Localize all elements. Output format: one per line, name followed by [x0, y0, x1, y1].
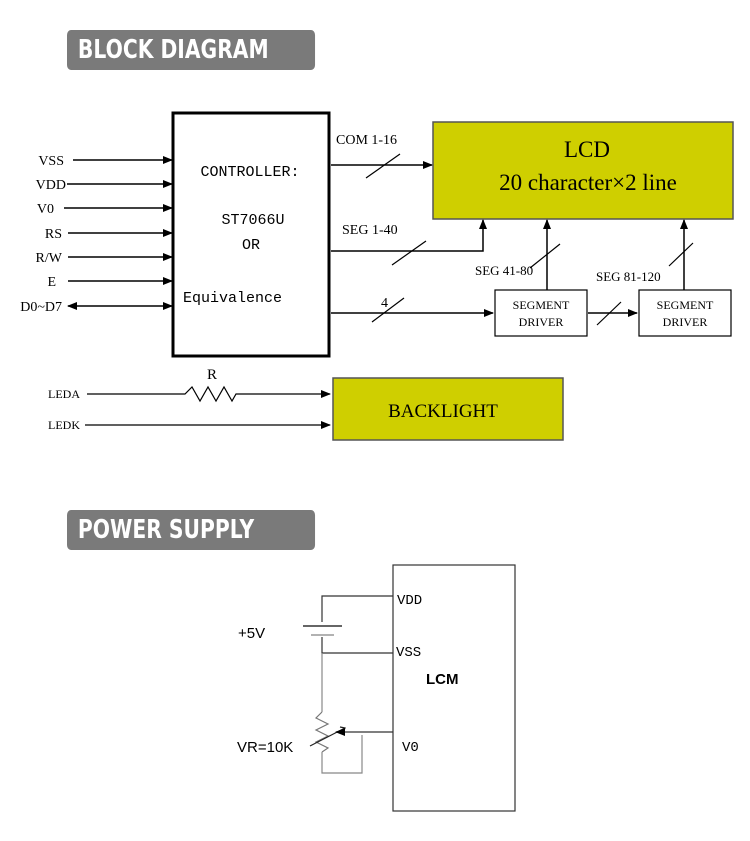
power-supply-header: POWER SUPPLY — [67, 510, 316, 550]
lcd-title: LCD — [564, 137, 610, 162]
lcm-box — [392, 564, 516, 812]
pot-bottom-wire — [321, 735, 363, 774]
resistor-label: R — [207, 367, 217, 383]
controller-label: CONTROLLER: — [200, 164, 299, 181]
ledk-label: LEDK — [48, 418, 80, 432]
lcm-vss-pin: VSS — [396, 645, 421, 661]
seg1-bus-label: SEG 1-40 — [342, 223, 398, 238]
seg3-bus-slash — [668, 242, 694, 267]
lcd-box — [432, 121, 734, 220]
controller-chip: ST7066U — [221, 212, 284, 229]
input-label-vss: VSS — [38, 154, 64, 169]
seg1-bus-slash — [391, 240, 427, 266]
input-label-vdd: VDD — [36, 178, 66, 193]
input-label-d0-d7: D0~D7 — [20, 300, 62, 315]
lcm-label: LCM — [426, 671, 459, 688]
segment-driver-2-line1: SEGMENT — [657, 298, 714, 312]
leda-label: LEDA — [48, 387, 80, 401]
lcm-v0-pin: V0 — [402, 740, 419, 756]
resistor-symbol — [87, 385, 331, 403]
control-bus-slash — [371, 297, 405, 323]
controller-block: CONTROLLER: ST7066U OR Equivalence — [171, 111, 331, 358]
segment-driver-2: SEGMENT DRIVER SEG 81-120 — [596, 219, 732, 337]
input-label-rs: RS — [45, 227, 62, 242]
input-label-e: E — [47, 275, 56, 290]
supply-voltage-label: +5V — [238, 625, 265, 642]
com-bus: COM 1-16 — [331, 133, 433, 179]
control-bus: 4 — [331, 296, 494, 323]
potentiometer-symbol — [314, 711, 330, 753]
lcd-spec: 20 character×2 line — [499, 170, 677, 195]
com-bus-label: COM 1-16 — [336, 133, 397, 148]
vr-label: VR=10K — [237, 739, 293, 756]
power-supply-circuit: VDD VSS LCM V0 +5V VR=10K — [237, 564, 516, 812]
input-label-v0: V0 — [37, 202, 54, 217]
controller-box — [171, 111, 331, 358]
lcm-vdd-pin: VDD — [397, 593, 422, 609]
potentiometer-adjust-arrow — [309, 727, 346, 747]
segment-driver-1-line1: SEGMENT — [513, 298, 570, 312]
segment-driver-2-box — [638, 289, 732, 337]
block-diagram-header: BLOCK DIAGRAM — [67, 30, 316, 70]
backlight-label: BACKLIGHT — [388, 401, 498, 422]
vss-wire — [321, 637, 393, 654]
lcd-block: LCD 20 character×2 line — [432, 121, 734, 220]
seg1-bus-arrow — [331, 219, 487, 252]
vdd-wire — [321, 595, 393, 622]
input-label-rw: R/W — [36, 251, 63, 266]
segment-driver-2-line2: DRIVER — [663, 315, 708, 329]
com-bus-slash — [365, 153, 401, 179]
backlight-block: LEDA LEDK R BACKLIGHT — [48, 367, 564, 441]
seg2-bus-slash — [529, 243, 561, 269]
controller-or: OR — [242, 237, 260, 254]
control-bus-label: 4 — [381, 296, 388, 311]
input-signals: VSS VDD V0 RS R/W E D0~D7 — [20, 154, 173, 315]
controller-equivalence: Equivalence — [183, 290, 282, 307]
seg2-bus-label: SEG 41-80 — [475, 263, 533, 278]
seg3-bus-label: SEG 81-120 — [596, 269, 661, 284]
driver-link-slash — [596, 301, 622, 326]
backlight-box — [332, 377, 564, 441]
segment-driver-1: SEGMENT DRIVER SEG 41-80 — [475, 219, 588, 337]
segment-driver-1-line2: DRIVER — [519, 315, 564, 329]
seg1-bus: SEG 1-40 — [331, 219, 487, 266]
segment-driver-1-box — [494, 289, 588, 337]
